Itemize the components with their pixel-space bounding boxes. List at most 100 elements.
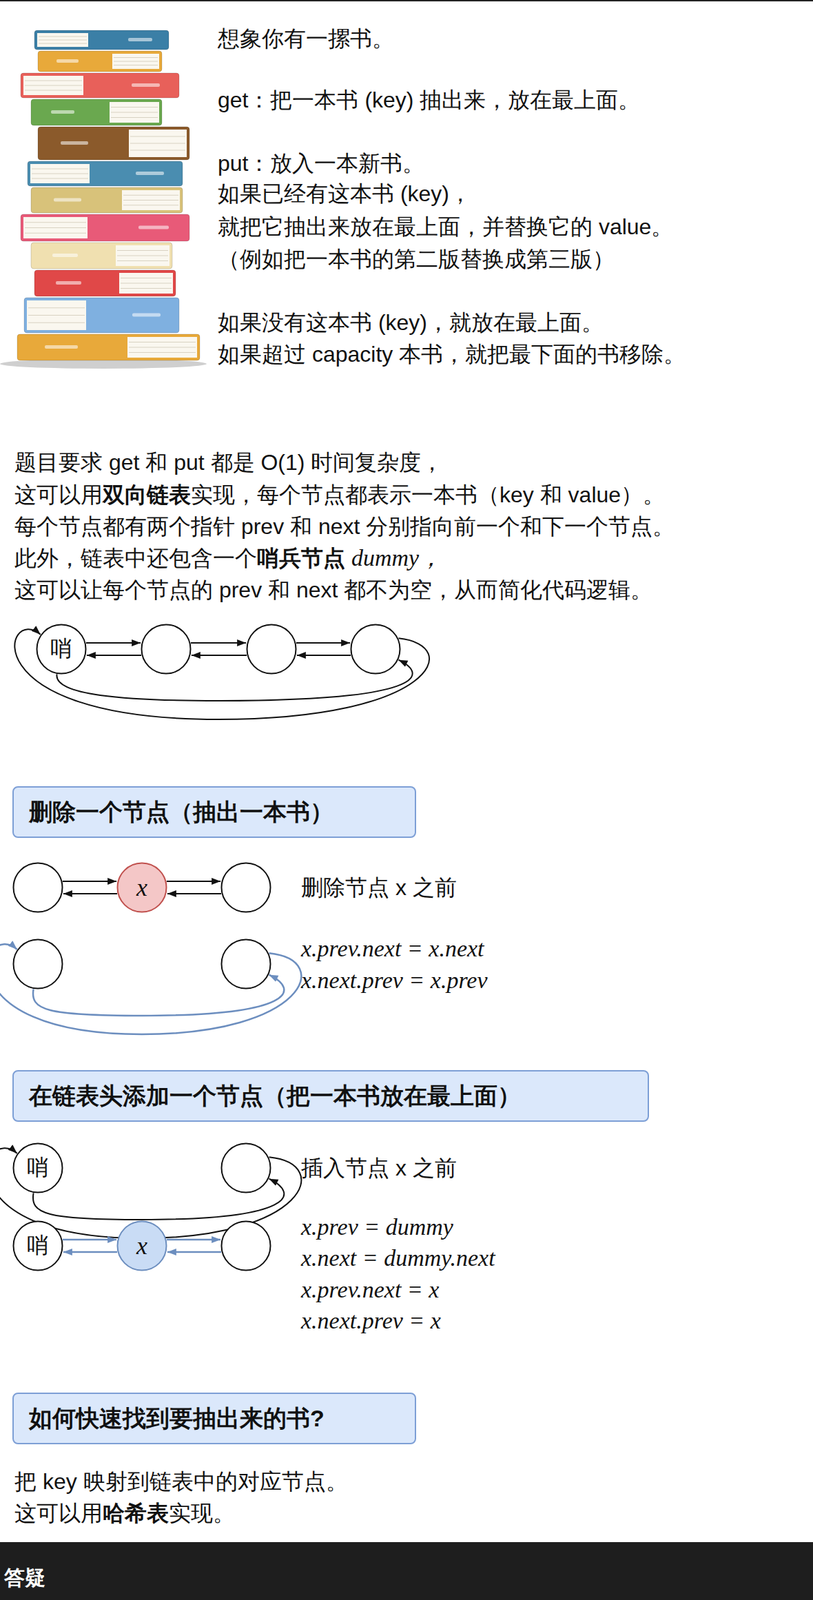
body-text: get：把一本书 (key) 抽出来，放在最上面。 bbox=[217, 85, 641, 115]
circle-outline bbox=[12, 938, 64, 990]
text-line: x.next.prev = x bbox=[301, 1306, 441, 1336]
pointer-arrow bbox=[296, 654, 351, 656]
circle-shape bbox=[221, 1143, 271, 1193]
book-cover bbox=[27, 161, 183, 187]
circle-outline bbox=[220, 861, 272, 913]
body-text: 就把它抽出来放在最上面，并替换它的 value。 bbox=[217, 212, 674, 242]
page-line bbox=[128, 341, 196, 343]
book-title-stripe bbox=[138, 225, 169, 230]
text-line: 就把它抽出来放在最上面，并替换它的 value。 bbox=[217, 212, 674, 242]
book-cover bbox=[37, 50, 162, 72]
circle-shape bbox=[221, 939, 271, 989]
page-line bbox=[24, 90, 82, 91]
circle-shape bbox=[221, 863, 271, 913]
page-line bbox=[24, 80, 82, 82]
body-text: 如果超过 capacity 本书，就把最下面的书移除。 bbox=[217, 339, 686, 369]
text-line: 这可以让每个节点的 prev 和 next 都不为空，从而简化代码逻辑。 bbox=[14, 575, 653, 605]
text-line: 如果已经有这本书 (key)， bbox=[217, 179, 472, 209]
body-text: 删除节点 x 之前 bbox=[301, 872, 457, 902]
body-text: put：放入一本新书。 bbox=[217, 148, 425, 178]
book-cover bbox=[34, 30, 169, 50]
page-line bbox=[110, 117, 158, 118]
book-title-stripe bbox=[131, 83, 160, 87]
text-line: 此外，链表中还包含一个哨兵节点dummy， bbox=[14, 543, 443, 573]
pointer-arrow bbox=[63, 1251, 118, 1254]
circle-shape bbox=[13, 1143, 63, 1193]
code-expression: x.prev = dummy bbox=[301, 1212, 454, 1242]
page-line bbox=[24, 227, 87, 229]
page-line bbox=[38, 43, 87, 45]
list-node-circle: 哨 bbox=[35, 623, 87, 675]
page-line bbox=[24, 221, 87, 223]
book-cover bbox=[24, 297, 180, 333]
circle-shape bbox=[117, 863, 167, 913]
page-line bbox=[120, 287, 172, 289]
circle-outline bbox=[140, 623, 192, 675]
body-text: 插入节点 x 之前 bbox=[301, 1153, 457, 1183]
code-expression: x.prev.next = x bbox=[301, 1275, 439, 1305]
book-pages bbox=[30, 163, 90, 184]
circle-shape bbox=[247, 624, 297, 674]
page-line bbox=[113, 64, 158, 66]
page-line bbox=[113, 61, 158, 63]
book-pages bbox=[109, 101, 160, 123]
page-line bbox=[110, 106, 158, 108]
page-line bbox=[28, 314, 85, 316]
page-line bbox=[28, 322, 85, 324]
body-text: 实现，每个节点都表示一本书（key 和 value）。 bbox=[190, 480, 665, 510]
list-node-circle bbox=[245, 623, 297, 675]
bold-term: 答疑 bbox=[4, 1563, 46, 1593]
book-title-stripe bbox=[60, 141, 89, 145]
text-line: 每个节点都有两个指针 prev 和 next 分别指向前一个和下一个节点。 bbox=[14, 511, 675, 541]
book-cover bbox=[34, 270, 176, 297]
pointer-arrow bbox=[167, 1251, 222, 1254]
list-node-circle: x bbox=[116, 861, 168, 913]
text-line: x.prev.next = x bbox=[301, 1275, 439, 1305]
book-title-stripe bbox=[132, 313, 161, 317]
circle-shape bbox=[141, 624, 191, 674]
body-text: 这可以用 bbox=[14, 1498, 103, 1528]
book-pages bbox=[119, 272, 173, 294]
text-line: x.prev.next = x.next bbox=[301, 934, 485, 964]
circle-shape bbox=[351, 624, 401, 674]
page-line bbox=[38, 39, 87, 41]
book-title-stripe bbox=[53, 198, 82, 202]
body-text: 实现。 bbox=[168, 1498, 235, 1528]
page-line bbox=[128, 347, 196, 348]
pointer-arrow bbox=[167, 892, 222, 895]
text-line: （例如把一本书的第二版替换成第三版） bbox=[217, 244, 615, 274]
text-line: 这可以用双向链表实现，每个节点都表示一本书（key 和 value）。 bbox=[14, 480, 665, 510]
book-title-stripe bbox=[50, 110, 75, 114]
body-text: 如果已经有这本书 (key)， bbox=[217, 179, 472, 209]
page-line bbox=[123, 194, 179, 196]
circle-outline bbox=[12, 861, 64, 913]
top-rule bbox=[0, 0, 813, 2]
book-pages bbox=[23, 217, 88, 239]
list-node-circle: 哨 bbox=[12, 1142, 64, 1194]
page-line bbox=[130, 136, 186, 138]
circle-outline bbox=[245, 623, 297, 675]
pointer-arrow bbox=[62, 1238, 117, 1241]
book-title-stripe bbox=[128, 37, 153, 42]
book-cover bbox=[31, 99, 162, 126]
book-title-stripe bbox=[56, 59, 79, 63]
text-line: 想象你有一摞书。 bbox=[217, 24, 395, 54]
list-node-circle bbox=[140, 623, 192, 675]
page-line bbox=[28, 307, 85, 308]
pointer-arrow bbox=[62, 880, 117, 882]
text-line: 把 key 映射到链表中的对应节点。 bbox=[14, 1466, 348, 1496]
body-text: 把 key 映射到链表中的对应节点。 bbox=[14, 1466, 348, 1496]
book-pages bbox=[115, 245, 170, 266]
code-expression: dummy， bbox=[351, 543, 443, 573]
pointer-arrow bbox=[190, 642, 246, 644]
code-expression: x.prev.next = x.next bbox=[301, 934, 485, 964]
list-node-circle bbox=[12, 861, 64, 913]
text-line: 删除节点 x 之前 bbox=[301, 872, 457, 902]
page-line bbox=[130, 143, 186, 144]
body-text: （例如把一本书的第二版替换成第三版） bbox=[217, 244, 615, 274]
pointer-arrow bbox=[86, 654, 142, 656]
book-title-stripe bbox=[55, 281, 82, 285]
header-text: 在链表头添加一个节点（把一本书放在最上面） bbox=[28, 1080, 521, 1113]
text-line: x.next = dummy.next bbox=[301, 1243, 496, 1273]
circle-outline bbox=[220, 1220, 272, 1272]
